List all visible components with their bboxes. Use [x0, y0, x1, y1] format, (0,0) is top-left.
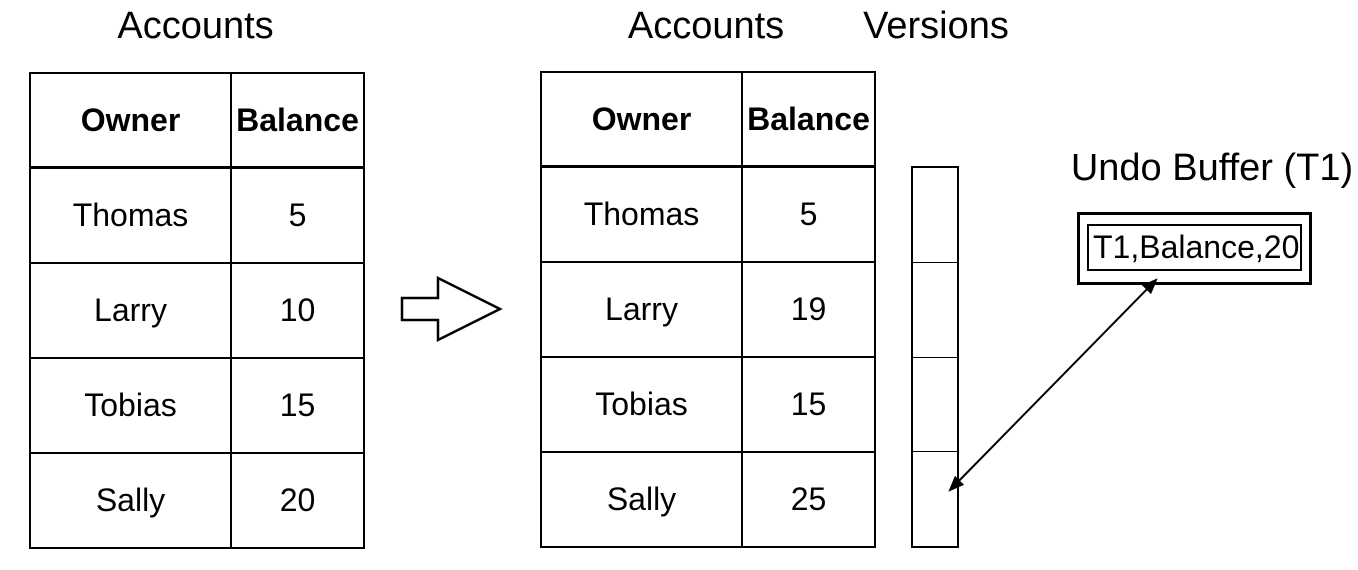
- owner-cell: Sally: [540, 451, 743, 548]
- owner-column-header: Owner: [540, 71, 743, 168]
- after-table-title: Accounts: [627, 5, 785, 47]
- table-row: Sally 25: [540, 451, 876, 548]
- version-slot: [913, 168, 957, 263]
- after-accounts-table: Owner Balance Thomas 5 Larry 19 Tobias 1…: [540, 71, 876, 548]
- balance-cell: 19: [741, 261, 876, 358]
- undo-buffer-title: Undo Buffer (T1): [1070, 147, 1354, 189]
- undo-buffer-entry: T1,Balance,20: [1087, 224, 1302, 271]
- owner-cell: Larry: [29, 262, 232, 359]
- table-row: Thomas 5: [540, 165, 876, 263]
- double-headed-arrow-icon: [948, 278, 1158, 492]
- versions-title: Versions: [863, 5, 1009, 47]
- table-row: Tobias 15: [540, 356, 876, 453]
- balance-column-header: Balance: [230, 72, 365, 169]
- before-accounts-table: Owner Balance Thomas 5 Larry 10 Tobias 1…: [29, 72, 365, 549]
- table-row: Larry 19: [540, 261, 876, 358]
- owner-cell: Tobias: [29, 357, 232, 454]
- balance-cell: 5: [741, 165, 876, 263]
- version-slot: [913, 358, 957, 453]
- undo-buffer-box: T1,Balance,20: [1077, 212, 1312, 285]
- owner-column-header: Owner: [29, 72, 232, 169]
- table-row: Thomas 5: [29, 166, 365, 264]
- owner-cell: Tobias: [540, 356, 743, 453]
- table-row: Larry 10: [29, 262, 365, 359]
- balance-cell: 20: [230, 452, 365, 549]
- balance-column-header: Balance: [741, 71, 876, 168]
- block-arrow-right-icon: [400, 275, 503, 343]
- table-row: Tobias 15: [29, 357, 365, 454]
- owner-cell: Thomas: [540, 165, 743, 263]
- balance-cell: 10: [230, 262, 365, 359]
- table-header-row: Owner Balance: [540, 71, 876, 168]
- owner-cell: Larry: [540, 261, 743, 358]
- balance-cell-updated: 25: [741, 451, 876, 548]
- version-slot: [913, 263, 957, 358]
- before-table-title: Accounts: [117, 5, 274, 47]
- balance-cell: 5: [230, 166, 365, 264]
- owner-cell: Thomas: [29, 166, 232, 264]
- owner-cell: Sally: [29, 452, 232, 549]
- table-header-row: Owner Balance: [29, 72, 365, 169]
- version-slot: [913, 452, 957, 546]
- table-row: Sally 20: [29, 452, 365, 549]
- balance-cell: 15: [741, 356, 876, 453]
- balance-cell: 15: [230, 357, 365, 454]
- versions-column: [911, 166, 959, 548]
